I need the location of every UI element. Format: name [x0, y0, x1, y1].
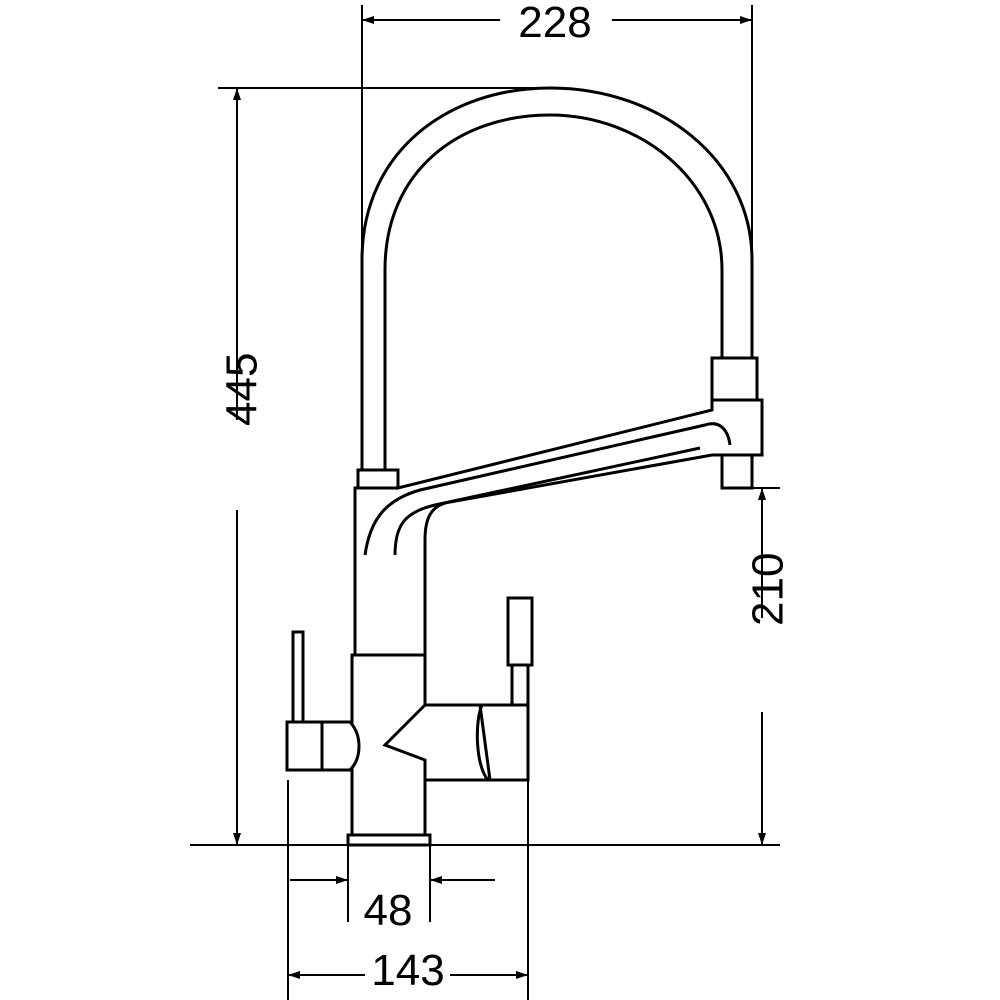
dimension-label-143: 143	[371, 946, 444, 995]
left-handle-lever[interactable]	[291, 630, 305, 724]
dimension-label-48: 48	[364, 886, 413, 935]
dimension-445: 445	[217, 88, 266, 845]
dimension-label-228: 228	[518, 0, 591, 47]
faucet	[285, 86, 764, 847]
dimension-label-210: 210	[743, 553, 792, 626]
dimension-48: 48	[290, 876, 495, 935]
faucet-base	[346, 833, 432, 847]
right-handle-stem	[510, 663, 530, 707]
hose-connector	[710, 356, 759, 402]
faucet-body-upper	[353, 398, 764, 657]
spray-head	[720, 453, 754, 490]
right-handle-body[interactable]	[382, 703, 530, 782]
dimension-210: 210	[743, 488, 792, 845]
right-handle-lever[interactable]	[506, 596, 534, 667]
dimension-label-445: 445	[217, 353, 266, 426]
dimension-143: 143	[288, 946, 528, 995]
dimension-228: 228	[362, 0, 752, 47]
extension-lines	[190, 5, 780, 1000]
spout-hose-outer	[360, 86, 754, 470]
spout-hose-inner	[383, 113, 724, 470]
